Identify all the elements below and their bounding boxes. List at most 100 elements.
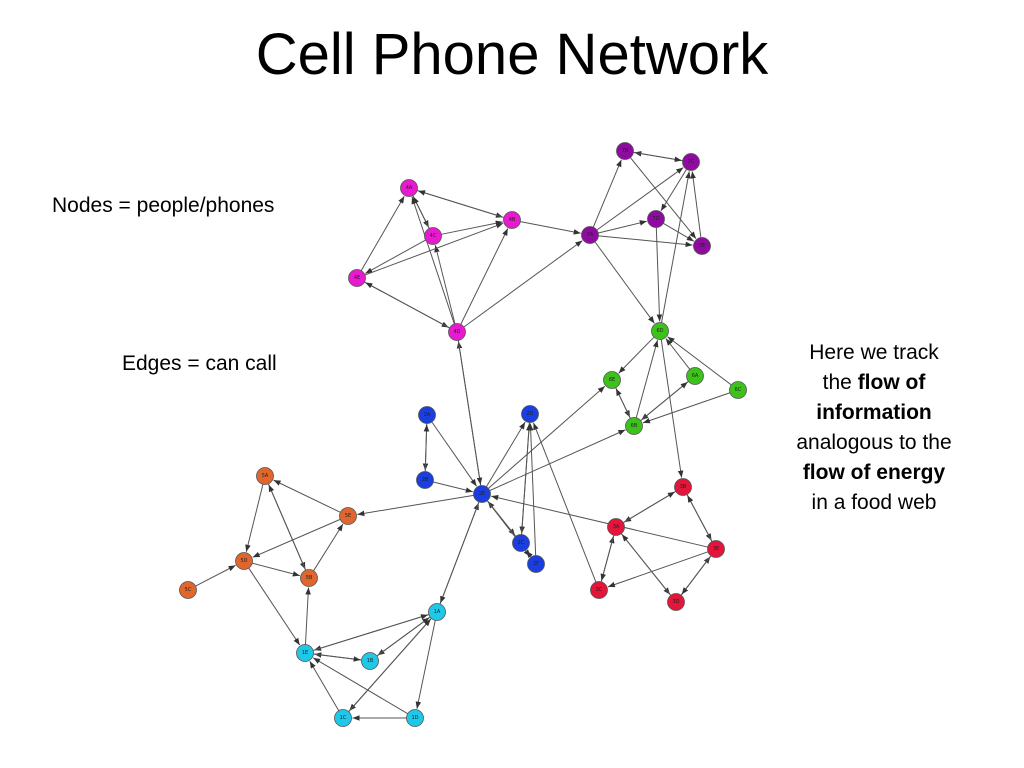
node-circle-4E (348, 269, 366, 287)
node-circle-2D (521, 405, 539, 423)
node-6A: 6A (686, 367, 704, 385)
edge-1C-1A (348, 618, 432, 712)
edge-4E-4A (360, 195, 405, 271)
edge-2F-2D (527, 423, 537, 556)
edge-3C-2D (533, 422, 597, 583)
node-label-5B: 5B (306, 575, 313, 581)
node-circle-2B (416, 471, 434, 489)
node-circle-5E (339, 507, 357, 525)
node-circle-2C (512, 534, 530, 552)
edge-3E-2E (491, 495, 708, 548)
node-circle-3A (607, 518, 625, 536)
node-label-6C: 6C (735, 387, 742, 393)
node-label-5C: 5C (185, 587, 192, 593)
edge-1E-1B (313, 653, 361, 662)
edge-4B-4A (417, 190, 505, 218)
edge-7A-7B (592, 159, 622, 228)
node-circle-1B (361, 652, 379, 670)
edge-2E-5E (357, 494, 474, 517)
node-label-1A: 1A (434, 609, 441, 615)
node-circle-6C (729, 381, 747, 399)
edge-7A-7E (598, 235, 693, 248)
edge-2E-6B (489, 429, 626, 491)
node-label-4A: 4A (406, 185, 413, 191)
node-label-2C: 2C (518, 540, 525, 546)
node-label-2F: 2F (533, 561, 539, 567)
node-circle-6D (651, 322, 669, 340)
edge-6D-7C (661, 171, 691, 323)
edge-6B-6D (635, 340, 659, 418)
node-label-2B: 2B (422, 477, 429, 483)
edge-6D-3B (660, 339, 684, 478)
edge-1D-1E (312, 657, 408, 715)
node-circle-5C (179, 581, 197, 599)
node-label-7D: 7D (652, 216, 659, 222)
node-label-3A: 3A (613, 524, 620, 530)
note-line-2-bold: flow of (857, 371, 926, 394)
node-label-4C: 4C (430, 233, 437, 239)
node-4E: 4E (348, 269, 366, 287)
edge-6A-6D (665, 338, 691, 370)
edge-7A-6D (594, 241, 655, 324)
node-label-3B: 3B (680, 484, 687, 490)
node-1B: 1B (361, 652, 379, 670)
node-4A: 4A (400, 179, 418, 197)
node-6E: 6E (603, 371, 621, 389)
edge-1C-1E (309, 660, 340, 711)
node-circle-7C (682, 153, 700, 171)
node-label-6E: 6E (609, 377, 615, 383)
edges-label: Edges = can call (122, 352, 277, 375)
node-circle-7D (647, 210, 665, 228)
edge-7A-7C (596, 167, 684, 231)
edge-5E-5D (252, 518, 341, 558)
node-circle-1C (334, 709, 352, 727)
node-circle-4C (424, 227, 442, 245)
node-label-4B: 4B (509, 217, 516, 223)
node-circle-7A (581, 226, 599, 244)
node-label-4D: 4D (453, 329, 460, 335)
edge-4C-4E (365, 239, 426, 274)
edge-3E-3C (607, 551, 709, 588)
node-label-7B: 7B (622, 148, 629, 154)
node-circle-1A (428, 603, 446, 621)
note-line-2-pre: the (822, 371, 858, 394)
node-label-1B: 1B (367, 658, 374, 664)
edge-3A-3B (623, 491, 676, 524)
edge-2B-2A (423, 424, 430, 472)
note-line-5-bold: flow of energy (802, 461, 946, 484)
node-2E: 2E (473, 485, 491, 503)
edge-4C-4B (441, 220, 503, 235)
node-label-2E: 2E (479, 491, 485, 497)
node-circle-5B (300, 569, 318, 587)
node-circle-3C (590, 581, 608, 599)
edge-2A-2E (431, 421, 477, 487)
slide-title: Cell Phone Network (255, 22, 769, 87)
node-circle-2F (527, 555, 545, 573)
node-5D: 5D (235, 552, 253, 570)
edge-2E-6E (488, 385, 606, 489)
edge-2E-2D (485, 421, 526, 487)
node-label-6B: 6B (631, 423, 638, 429)
edge-3E-3B (687, 495, 713, 542)
node-label-5E: 5E (345, 513, 351, 519)
node-label-3E: 3E (713, 546, 719, 552)
node-circle-1E (296, 644, 314, 662)
node-2D: 2D (521, 405, 539, 423)
edge-4D-4E (365, 282, 450, 329)
edge-6C-6D (667, 336, 732, 386)
node-circle-1D (406, 709, 424, 727)
edge-6C-6B (642, 392, 731, 424)
node-6D: 6D (651, 322, 669, 340)
node-label-2D: 2D (526, 411, 533, 417)
edge-2C-2D (521, 423, 532, 535)
note-line-1: Here we track (809, 341, 939, 364)
node-2C: 2C (512, 534, 530, 552)
node-7D: 7D (647, 210, 665, 228)
side-note: Here we track the flow of information an… (772, 338, 976, 518)
node-circle-6E (603, 371, 621, 389)
node-4D: 4D (448, 323, 466, 341)
node-1A: 1A (428, 603, 446, 621)
edge-1E-1A (312, 614, 429, 651)
